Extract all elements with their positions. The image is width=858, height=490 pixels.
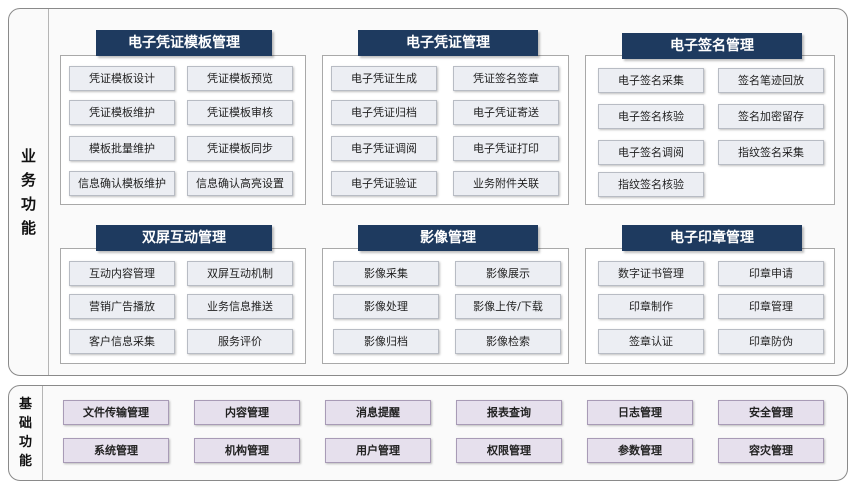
function-item[interactable]: 营销广告播放 <box>69 294 175 319</box>
function-item[interactable]: 电子签名采集 <box>598 68 704 93</box>
function-item[interactable]: 客户信息采集 <box>69 329 175 354</box>
basic-label-char: 基 <box>18 397 32 412</box>
function-item[interactable]: 印章制作 <box>598 294 704 319</box>
function-item[interactable]: 影像采集 <box>333 261 439 286</box>
basic-function-item[interactable]: 用户管理 <box>325 438 431 463</box>
function-item[interactable]: 电子凭证验证 <box>331 171 437 196</box>
group-title: 双屏互动管理 <box>96 225 272 251</box>
function-item[interactable]: 凭证模板审核 <box>187 100 293 125</box>
function-item[interactable]: 签名笔迹回放 <box>718 68 824 93</box>
function-item[interactable]: 数字证书管理 <box>598 261 704 286</box>
group-e-seal: 数字证书管理 印章申请 印章制作 印章管理 签章认证 印章防伪 <box>585 248 835 364</box>
function-item[interactable]: 电子凭证调阅 <box>331 136 437 161</box>
function-item[interactable]: 指纹签名采集 <box>718 140 824 165</box>
function-item[interactable]: 凭证模板维护 <box>69 100 175 125</box>
basic-functions-label: 基 础 功 能 <box>9 386 43 480</box>
group-e-signature: 电子签名采集 签名笔迹回放 电子签名核验 签名加密留存 电子签名调阅 指纹签名采… <box>585 55 835 205</box>
function-item[interactable]: 影像归档 <box>333 329 439 354</box>
basic-function-item[interactable]: 系统管理 <box>63 438 169 463</box>
function-item[interactable]: 签名加密留存 <box>718 104 824 129</box>
basic-function-item[interactable]: 日志管理 <box>587 400 693 425</box>
function-item[interactable]: 凭证模板预览 <box>187 66 293 91</box>
function-item[interactable]: 业务附件关联 <box>453 171 559 196</box>
function-item[interactable]: 印章防伪 <box>718 329 824 354</box>
function-item[interactable]: 双屏互动机制 <box>187 261 293 286</box>
basic-function-item[interactable]: 安全管理 <box>718 400 824 425</box>
function-item[interactable]: 印章申请 <box>718 261 824 286</box>
basic-function-item[interactable]: 参数管理 <box>587 438 693 463</box>
function-item[interactable]: 影像处理 <box>333 294 439 319</box>
function-item[interactable]: 电子凭证寄送 <box>453 100 559 125</box>
function-item[interactable]: 模板批量维护 <box>69 136 175 161</box>
business-functions-label: 业 务 功 能 <box>9 9 49 375</box>
group-title: 电子凭证模板管理 <box>96 30 272 56</box>
function-item[interactable]: 电子凭证打印 <box>453 136 559 161</box>
basic-label-char: 能 <box>18 454 32 469</box>
group-voucher-management: 电子凭证生成 凭证签名签章 电子凭证归档 电子凭证寄送 电子凭证调阅 电子凭证打… <box>322 55 569 205</box>
basic-function-item[interactable]: 机构管理 <box>194 438 300 463</box>
function-item[interactable]: 电子签名核验 <box>598 104 704 129</box>
group-title: 电子凭证管理 <box>358 30 538 56</box>
function-item[interactable]: 影像检索 <box>455 329 561 354</box>
group-voucher-template: 凭证模板设计 凭证模板预览 凭证模板维护 凭证模板审核 模板批量维护 凭证模板同… <box>60 55 306 205</box>
group-dual-screen: 互动内容管理 双屏互动机制 营销广告播放 业务信息推送 客户信息采集 服务评价 <box>60 248 306 364</box>
function-item[interactable]: 服务评价 <box>187 329 293 354</box>
basic-function-item[interactable]: 内容管理 <box>194 400 300 425</box>
function-item[interactable]: 影像展示 <box>455 261 561 286</box>
business-label-char: 功 <box>20 195 36 213</box>
function-item[interactable]: 凭证模板同步 <box>187 136 293 161</box>
group-image-management: 影像采集 影像展示 影像处理 影像上传/下载 影像归档 影像检索 <box>322 248 569 364</box>
basic-function-item[interactable]: 权限管理 <box>456 438 562 463</box>
function-item[interactable]: 信息确认高亮设置 <box>187 171 293 196</box>
business-label-char: 务 <box>20 171 36 189</box>
basic-label-char: 功 <box>18 435 32 450</box>
function-item[interactable]: 指纹签名核验 <box>598 172 704 197</box>
group-title: 影像管理 <box>358 225 538 251</box>
basic-function-item[interactable]: 报表查询 <box>456 400 562 425</box>
basic-label-char: 础 <box>18 416 32 431</box>
function-item[interactable]: 业务信息推送 <box>187 294 293 319</box>
function-item[interactable]: 电子签名调阅 <box>598 140 704 165</box>
basic-function-item[interactable]: 文件传输管理 <box>63 400 169 425</box>
function-item[interactable]: 签章认证 <box>598 329 704 354</box>
group-title: 电子签名管理 <box>622 33 802 59</box>
function-item[interactable]: 凭证模板设计 <box>69 66 175 91</box>
function-item[interactable]: 影像上传/下载 <box>455 294 561 319</box>
function-item[interactable]: 凭证签名签章 <box>453 66 559 91</box>
business-label-char: 业 <box>20 147 36 165</box>
function-item[interactable]: 电子凭证生成 <box>331 66 437 91</box>
basic-function-item[interactable]: 容灾管理 <box>718 438 824 463</box>
business-label-char: 能 <box>20 219 36 237</box>
group-title: 电子印章管理 <box>622 225 802 251</box>
function-item[interactable]: 互动内容管理 <box>69 261 175 286</box>
basic-function-item[interactable]: 消息提醒 <box>325 400 431 425</box>
function-item[interactable]: 印章管理 <box>718 294 824 319</box>
function-item[interactable]: 电子凭证归档 <box>331 100 437 125</box>
function-item[interactable]: 信息确认模板维护 <box>69 171 175 196</box>
